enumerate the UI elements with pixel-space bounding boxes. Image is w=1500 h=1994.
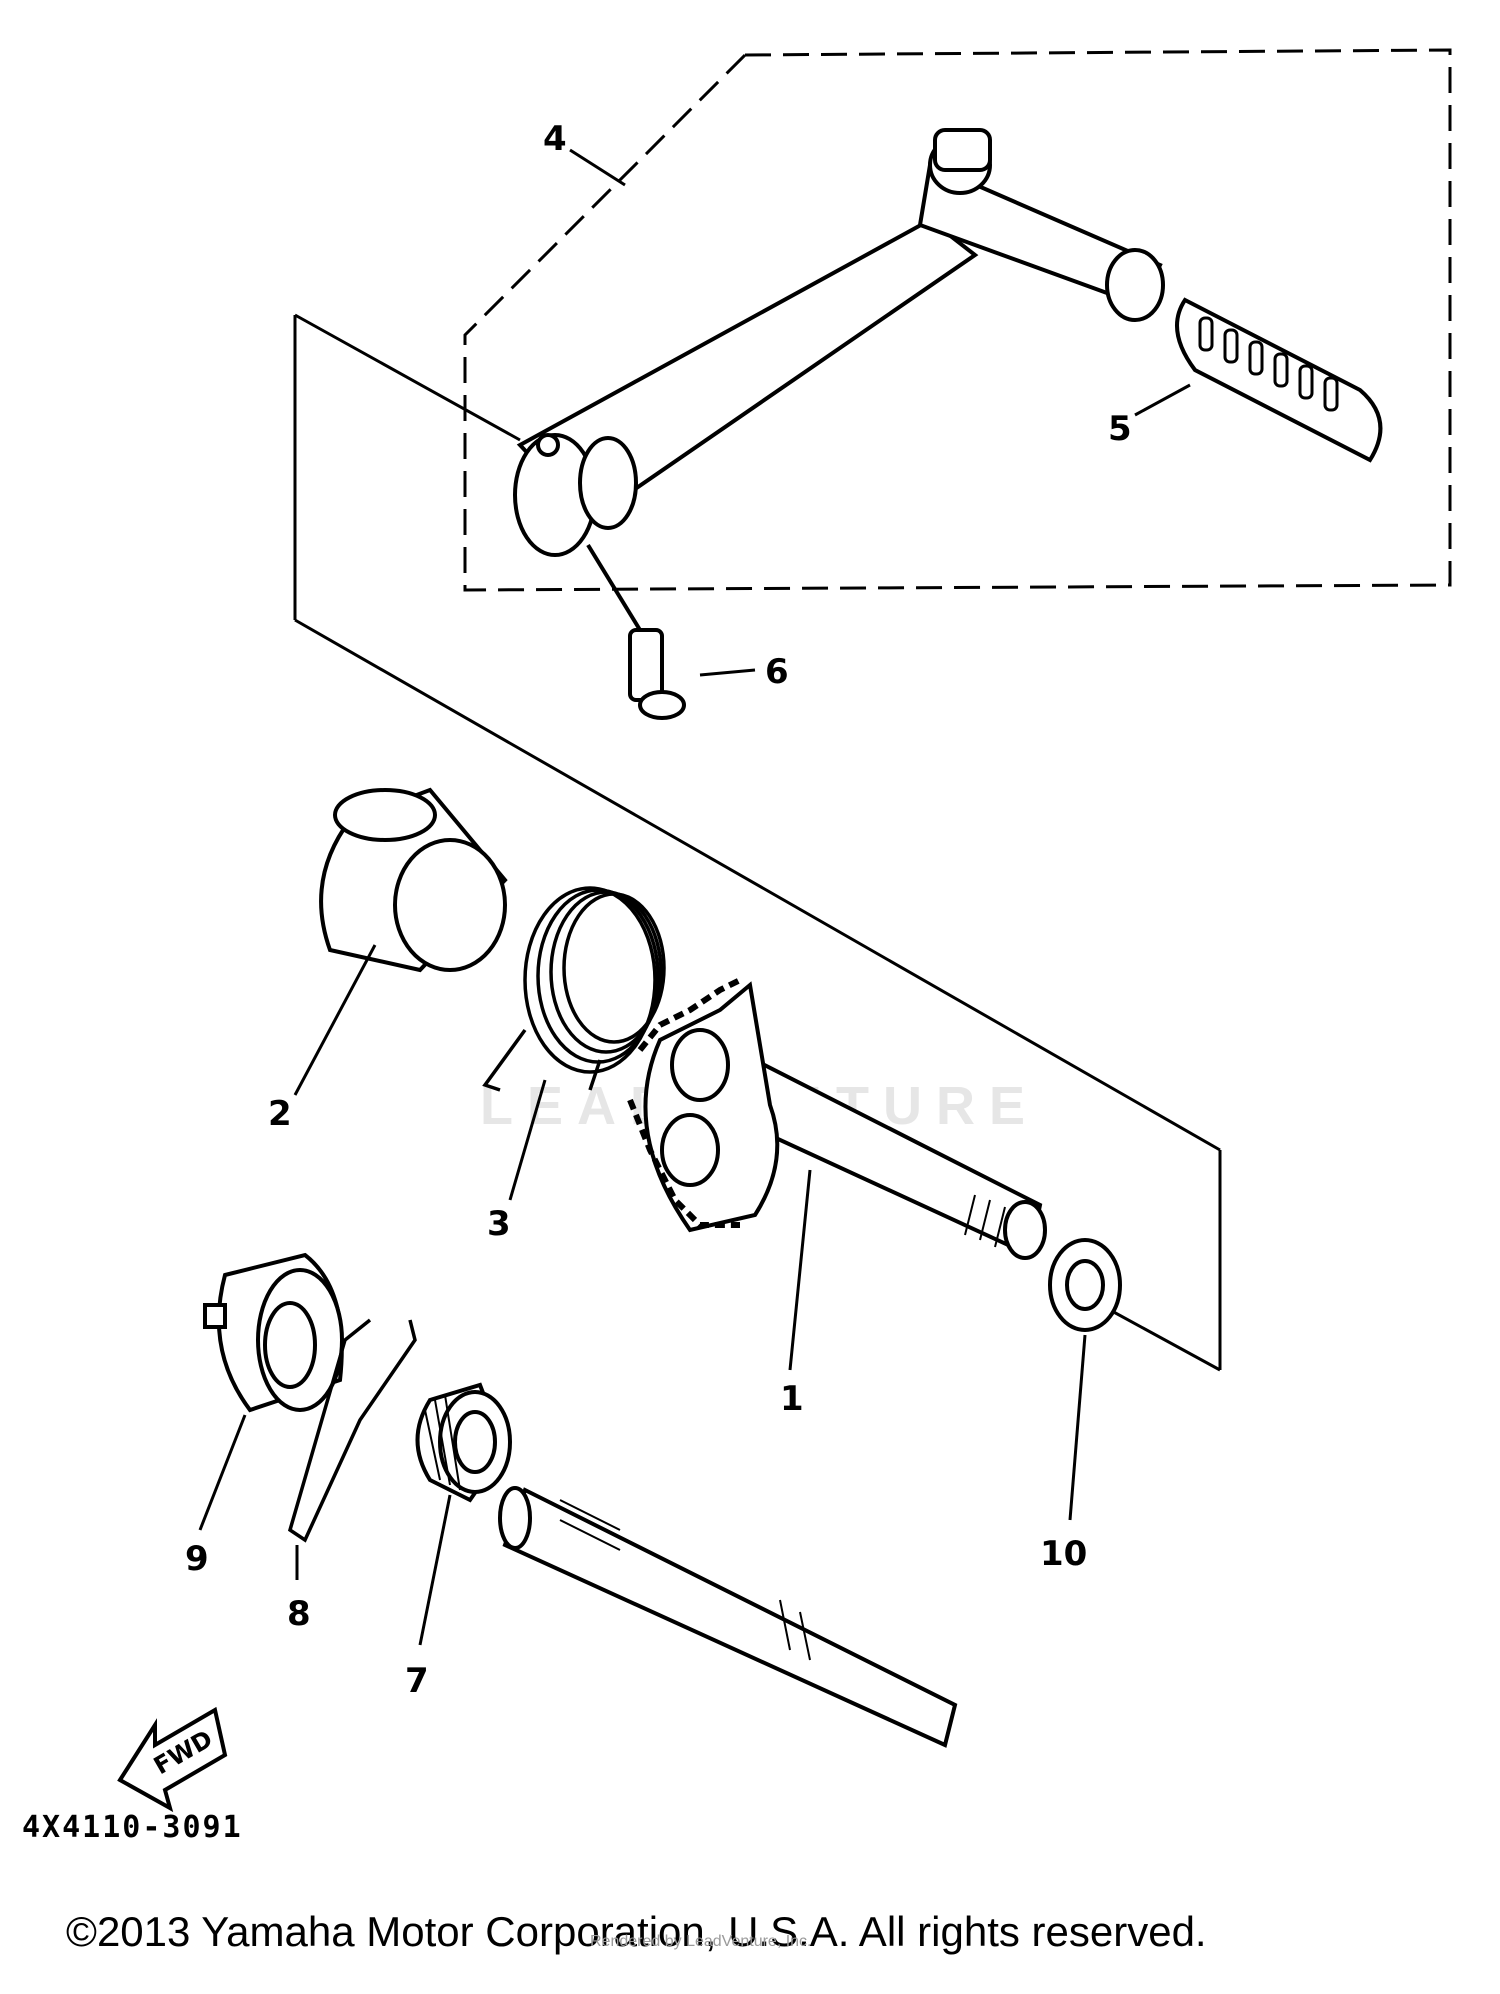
clip-part (287, 1318, 417, 1543)
kick-crank-assembly-outline (463, 48, 1452, 592)
kick-gear-part (415, 1382, 512, 1503)
kick-crank-part (513, 128, 1165, 557)
callout-7: 7 (405, 1661, 429, 1701)
callout-10: 10 (1040, 1534, 1087, 1574)
bolt-part (586, 543, 686, 720)
callout-3: 3 (487, 1204, 511, 1244)
holder-part (203, 1252, 344, 1413)
fwd-arrow-icon: FWD (117, 1706, 228, 1813)
kick-grip-part (1175, 297, 1383, 463)
main-shaft-part (498, 1486, 958, 1748)
callout-9: 9 (185, 1539, 209, 1579)
kick-axle-part (627, 977, 1047, 1260)
copyright-notice: ©2013 Yamaha Motor Corporation, U.S.A. A… (66, 1908, 1207, 1955)
callout-8: 8 (287, 1594, 311, 1634)
kick-axle-assembly-outline (293, 313, 1222, 1372)
washer-part (1048, 1238, 1122, 1332)
callout-6: 6 (765, 652, 789, 692)
collar-part (319, 787, 508, 973)
callout-5: 5 (1108, 409, 1132, 449)
torsion-spring-part (482, 886, 666, 1092)
rendered-by-note: Rendered by LeadVenture, Inc. (590, 1933, 812, 1950)
drawing-number: 4X4110-3091 (22, 1810, 243, 1845)
callout-1: 1 (780, 1379, 804, 1419)
callout-2: 2 (268, 1094, 292, 1134)
callout-4: 4 (543, 119, 567, 159)
leader-lines (198, 148, 1191, 1646)
